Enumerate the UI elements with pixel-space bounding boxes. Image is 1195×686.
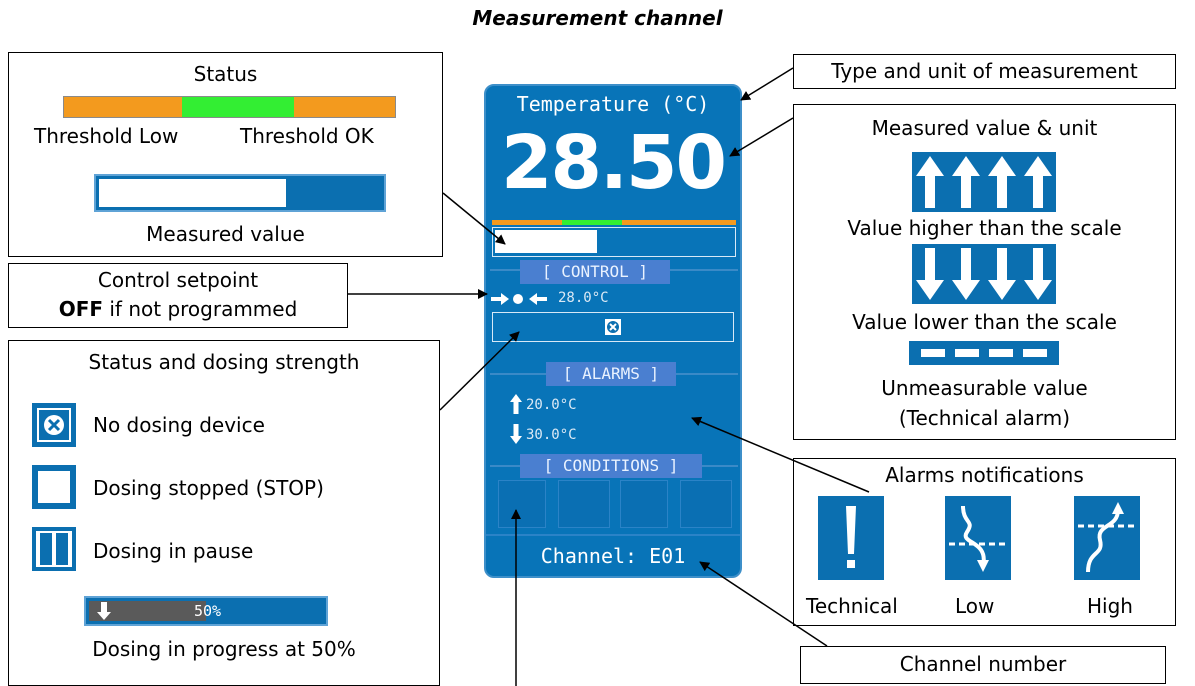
measurement-channel-screen: Temperature (°C) 28.50 [ CONTROL ] 28.0°… [484,84,742,578]
dosing-box [8,340,440,686]
setpoint-off: OFF [58,297,104,321]
channel-number-box [800,646,1166,684]
setpoint-value: 28.0°C [558,290,609,306]
status-title: Status [193,62,258,86]
dosing-stopped-icon [32,465,76,509]
status-threshold-bar [63,96,396,118]
value-lower-arrows-icon [912,244,1056,304]
status-box [8,52,443,257]
measure-type: Temperature (°C) [516,92,710,116]
dosing-progress-label: Dosing in progress at 50% [92,637,356,661]
alarm-low-value: 30.0°C [526,427,577,443]
setpoint-box [8,263,348,328]
unmeasurable-label: Unmeasurable value [881,376,1088,400]
threshold-low-segment [64,97,182,117]
low-alarm-icon [945,496,1011,580]
alarms-label: [ ALARMS ] [546,362,676,386]
alarm-high-value: 20.0°C [526,397,577,413]
threshold-ok-label: Threshold OK [240,124,374,148]
setpoint-line1: Control setpoint [97,268,259,292]
value-higher-label: Value higher than the scale [847,216,1122,240]
value-lower-label: Value lower than the scale [852,310,1117,334]
no-dosing-device-icon [32,403,76,447]
condition-cell-4 [680,480,732,528]
alarm-low-arrow-icon [510,424,522,444]
control-label: [ CONTROL ] [520,260,670,284]
no-dosing-device-label: No dosing device [93,413,265,437]
alarm-high-label: High [1087,594,1133,618]
alarm-low-label: Low [955,594,995,618]
conditions-label: [ CONDITIONS ] [520,454,702,478]
setpoint-icon [491,293,547,305]
no-dosing-device-icon-small [605,319,621,335]
dosing-down-arrow-icon [97,602,111,620]
condition-cell-1 [498,480,546,528]
measured-value-bar [94,174,386,212]
condition-cell-3 [620,480,668,528]
condition-cell-2 [558,480,610,528]
threshold-ok-segment [182,97,294,117]
dosing-pause-icon [32,527,76,571]
unmeasurable-value-icon [909,341,1059,365]
type-unit-label: Type and unit of measurement [831,59,1138,83]
screen-threshold-bar [492,220,736,225]
dosing-pause-label: Dosing in pause [93,539,254,563]
alarm-high-arrow-icon [510,394,522,414]
alarm-technical-label: Technical [806,594,898,618]
technical-alarm-label: (Technical alarm) [898,406,1071,430]
setpoint-line2: OFF if not programmed [8,297,348,321]
technical-alarm-icon [818,496,884,580]
dosing-stopped-label: Dosing stopped (STOP) [93,476,324,500]
threshold-high-segment [294,97,395,117]
screen-status-bar [492,227,736,257]
alarms-box-title: Alarms notifications [885,463,1084,487]
value-higher-arrows-icon [912,152,1056,212]
dosing-progress-bar: 50% [84,596,328,626]
measured-value: 28.50 [500,120,727,206]
high-alarm-icon [1074,496,1140,580]
diagram-title: Measurement channel [472,6,723,30]
setpoint-line2-rest: if not programmed [103,297,298,321]
measured-value-fill [99,179,286,207]
measured-value-label: Measured value [146,222,305,246]
value-unit-title: Measured value & unit [871,116,1098,140]
channel-number-label: Channel number [899,652,1067,676]
dosing-status-cell [492,312,734,342]
dosing-progress-value: 50% [194,602,222,620]
screen-status-fill [495,230,597,253]
threshold-low-label: Threshold Low [34,124,179,148]
type-unit-box [793,54,1176,89]
dosing-progress-fill [89,601,206,621]
dosing-title: Status and dosing strength [88,350,360,374]
channel-label: Channel: E01 [540,544,686,568]
